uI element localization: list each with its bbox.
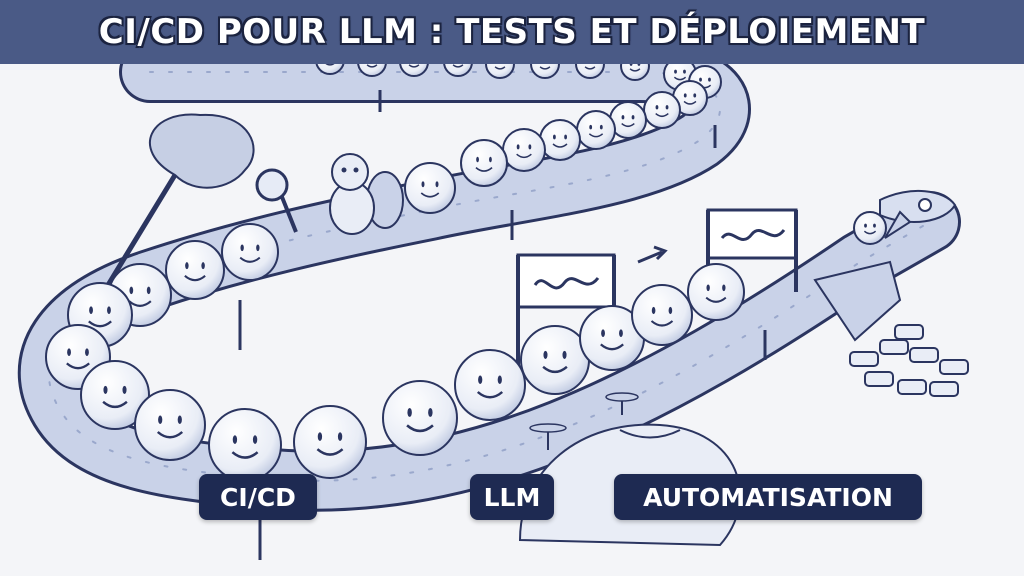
tag-automatisation: AUTOMATISATION bbox=[614, 474, 922, 520]
smiley-ball-icon bbox=[80, 360, 150, 430]
smiley-ball-icon bbox=[643, 91, 681, 129]
smiley-ball-icon bbox=[460, 139, 508, 187]
squirrel-inspector-icon bbox=[329, 153, 404, 235]
smiley-ball-icon bbox=[520, 325, 590, 395]
chute-icon bbox=[813, 260, 902, 342]
smiley-ball-icon bbox=[687, 263, 745, 321]
smiley-ball-icon bbox=[539, 119, 581, 161]
magnifying-glass-icon bbox=[255, 168, 298, 233]
title-banner: CI/CD POUR LLM : TESTS ET DÉPLOIEMENT bbox=[0, 0, 1024, 64]
smiley-ball-icon bbox=[502, 128, 546, 172]
smiley-ball-icon bbox=[404, 162, 456, 214]
deployed-pile bbox=[849, 324, 969, 397]
smiley-ball-icon bbox=[165, 240, 225, 300]
smiley-ball-icon bbox=[221, 223, 279, 281]
smiley-ball-icon bbox=[208, 408, 282, 482]
feather-duster-icon bbox=[102, 113, 255, 292]
smiley-ball-icon bbox=[382, 380, 458, 456]
smiley-ball-icon bbox=[576, 110, 616, 150]
smiley-ball-icon bbox=[454, 349, 526, 421]
smiley-ball-icon bbox=[631, 284, 693, 346]
tag-llm: LLM bbox=[470, 474, 554, 520]
rocket-icon bbox=[879, 189, 957, 239]
tag-cicd: CI/CD bbox=[199, 474, 317, 520]
arrow-right-icon bbox=[637, 245, 668, 264]
page-title: CI/CD POUR LLM : TESTS ET DÉPLOIEMENT bbox=[98, 12, 926, 52]
smiley-ball-icon bbox=[853, 211, 887, 245]
smiley-ball-icon bbox=[134, 389, 206, 461]
smiley-ball-icon bbox=[293, 405, 367, 479]
